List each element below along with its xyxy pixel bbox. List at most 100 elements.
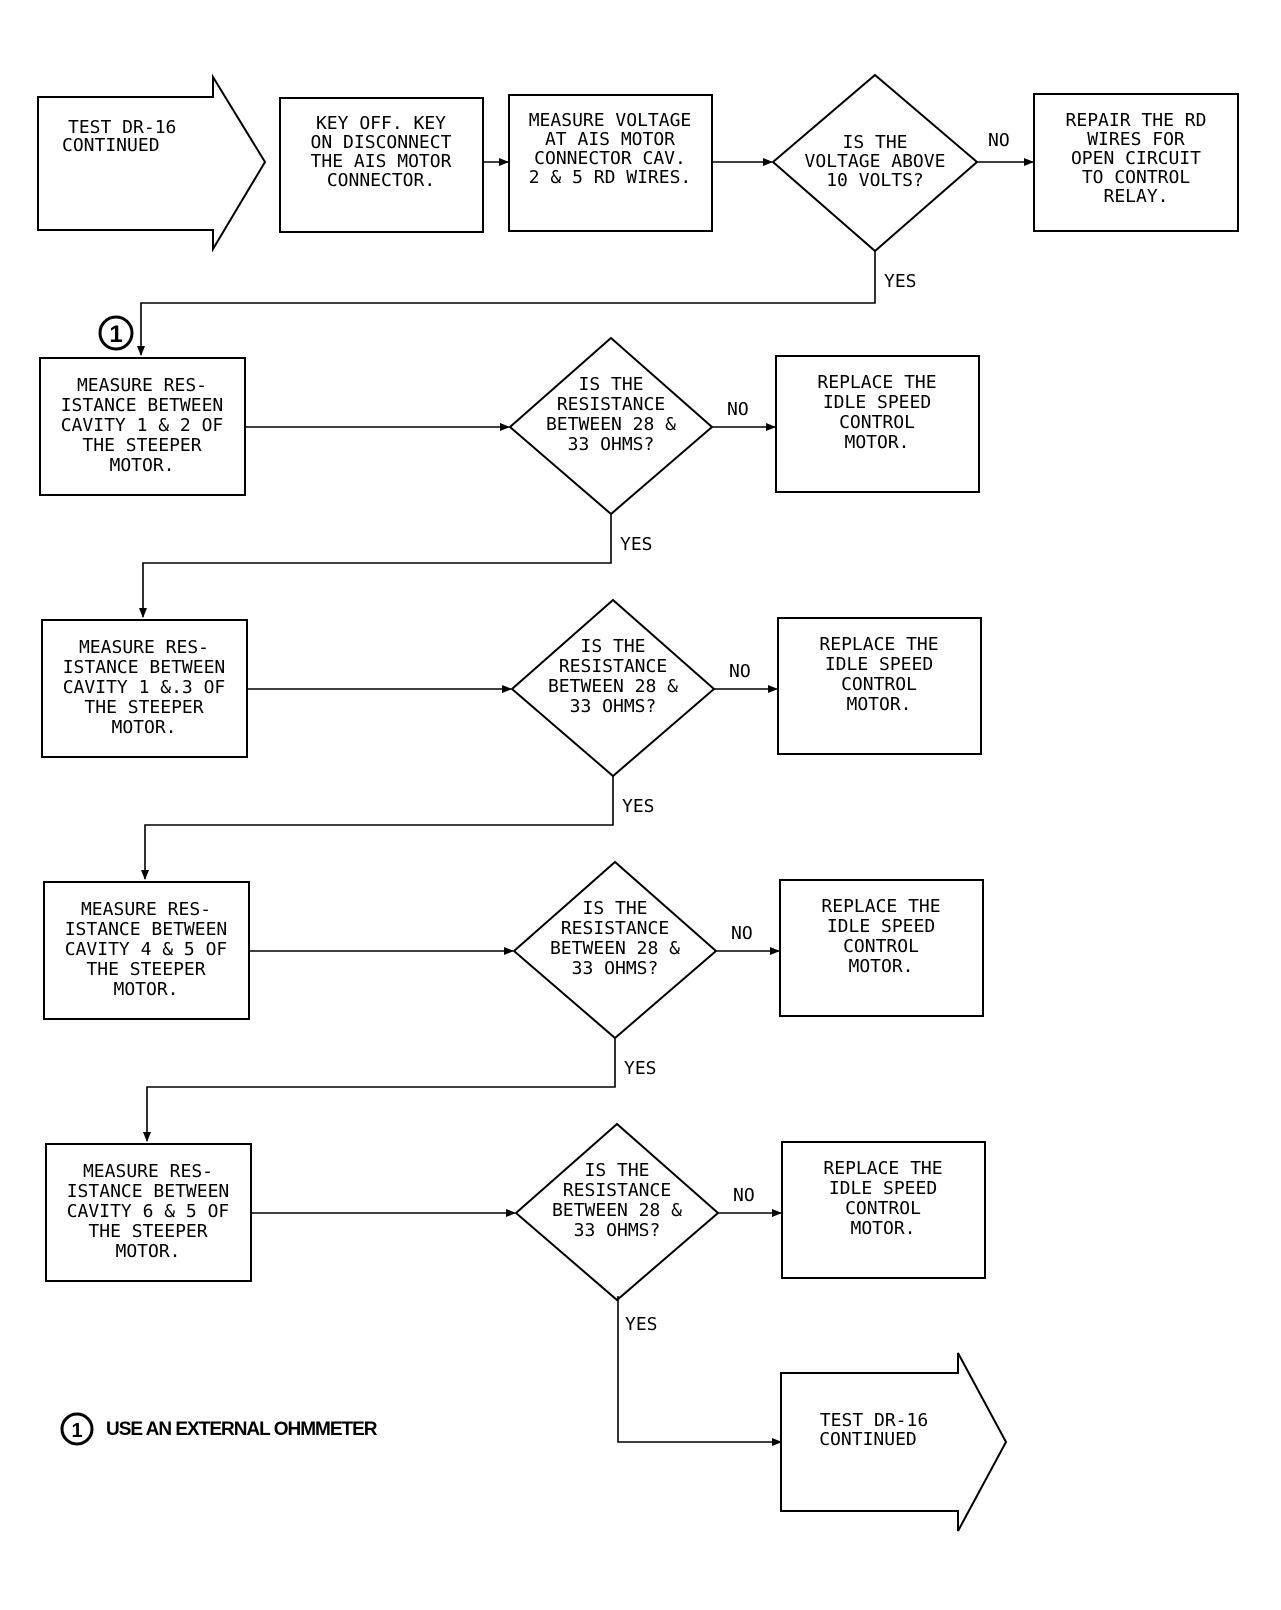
decision-text-3-2: RESISTANCE — [561, 918, 669, 939]
connector-yes-3 — [143, 1038, 616, 1142]
repair-text-line-3: OPEN CIRCUIT — [1071, 148, 1201, 169]
decision-text-4-2: RESISTANCE — [563, 1180, 671, 1201]
replace-box-3 — [779, 879, 984, 1017]
measure-text-2-3: CAVITY 1 &.3 OF — [63, 677, 226, 698]
start-label-line-1: TEST DR-16 — [68, 117, 176, 138]
end-label-line-1: TEST DR-16 — [820, 1410, 928, 1431]
decision-text-2-2: RESISTANCE — [559, 656, 667, 677]
replace-text-1-2: IDLE SPEED — [823, 392, 931, 413]
connector-yes-1 — [139, 514, 612, 618]
step1-text-line-1: KEY OFF. KEY — [316, 113, 446, 134]
measure-text-4-2: ISTANCE BETWEEN — [67, 1181, 230, 1202]
measure-box-1 — [39, 357, 246, 496]
end-label-line-2: CONTINUED — [819, 1429, 917, 1450]
decision-diamond-4 — [514, 1122, 720, 1302]
marker-number: 1 — [109, 321, 122, 348]
replace-text-1-3: CONTROL — [839, 412, 915, 433]
step2-text-line-3: CONNECTOR CAV. — [534, 148, 686, 169]
decision-voltage-line-2: VOLTAGE ABOVE — [805, 151, 946, 172]
end-arrow-shape — [780, 1352, 1008, 1532]
repair-text-line-1: REPAIR THE RD — [1066, 110, 1207, 131]
no-label-4: NO — [733, 1185, 755, 1206]
replace-text-2-3: CONTROL — [841, 674, 917, 695]
replace-box-4 — [781, 1141, 986, 1279]
repair-text-line-4: TO CONTROL — [1082, 167, 1191, 188]
replace-box-2 — [777, 617, 982, 755]
decision-text-2-1: IS THE — [580, 636, 645, 657]
step1-text-line-3: THE AIS MOTOR — [311, 151, 452, 172]
measure-text-1-2: ISTANCE BETWEEN — [61, 395, 224, 416]
measure-text-3-4: THE STEEPER — [86, 959, 205, 980]
decision-text-2-4: 33 OHMS? — [570, 696, 657, 717]
decision-text-3-3: BETWEEN 28 & — [550, 938, 680, 959]
step2-text-line-2: AT AIS MOTOR — [545, 129, 675, 150]
replace-text-4-3: CONTROL — [845, 1198, 921, 1219]
decision-text-1-3: BETWEEN 28 & — [546, 414, 676, 435]
replace-text-4-2: IDLE SPEED — [829, 1178, 937, 1199]
yes-label-3: YES — [624, 1058, 657, 1079]
no-label-3: NO — [731, 923, 753, 944]
measure-text-4-5: MOTOR. — [115, 1241, 180, 1262]
measure-text-4-1: MEASURE RES- — [83, 1161, 213, 1182]
replace-box-1 — [775, 355, 980, 493]
measure-text-2-2: ISTANCE BETWEEN — [63, 657, 226, 678]
measure-text-4-4: THE STEEPER — [88, 1221, 207, 1242]
step2-text-line-4: 2 & 5 RD WIRES. — [529, 167, 692, 188]
decision-text-1-2: RESISTANCE — [557, 394, 665, 415]
connector-decision-yes — [137, 251, 876, 356]
measure-text-2-4: THE STEEPER — [84, 697, 203, 718]
replace-text-3-3: CONTROL — [843, 936, 919, 957]
step1-box — [279, 97, 484, 233]
measure-text-3-1: MEASURE RES- — [81, 899, 211, 920]
start-arrow-shape — [37, 73, 267, 253]
decision-text-1-1: IS THE — [578, 374, 643, 395]
decision-text-3-4: 33 OHMS? — [572, 958, 659, 979]
measure-text-1-5: MOTOR. — [109, 455, 174, 476]
replace-text-2-1: REPLACE THE — [819, 634, 938, 655]
replace-text-1-4: MOTOR. — [844, 432, 909, 453]
repair-text-line-5: RELAY. — [1103, 186, 1168, 207]
repair-box — [1033, 93, 1239, 232]
decision-text-1-4: 33 OHMS? — [568, 434, 655, 455]
decision-text-2-3: BETWEEN 28 & — [548, 676, 678, 697]
decision-voltage-line-3: 10 VOLTS? — [826, 170, 924, 191]
replace-text-4-1: REPLACE THE — [823, 1158, 942, 1179]
step1-text-line-4: CONNECTOR. — [327, 170, 435, 191]
decision-text-3-1: IS THE — [582, 898, 647, 919]
step2-text-line-1: MEASURE VOLTAGE — [529, 110, 692, 131]
measure-text-3-2: ISTANCE BETWEEN — [65, 919, 228, 940]
note-marker-number: 1 — [71, 1420, 82, 1442]
replace-text-4-4: MOTOR. — [850, 1218, 915, 1239]
replace-text-2-4: MOTOR. — [846, 694, 911, 715]
measure-text-2-5: MOTOR. — [111, 717, 176, 738]
decision-text-4-1: IS THE — [584, 1160, 649, 1181]
step1-text-line-2: ON DISCONNECT — [311, 132, 452, 153]
marker-circle — [98, 315, 134, 351]
replace-text-3-4: MOTOR. — [848, 956, 913, 977]
replace-text-3-2: IDLE SPEED — [827, 916, 935, 937]
measure-text-1-3: CAVITY 1 & 2 OF — [61, 415, 224, 436]
replace-text-1-1: REPLACE THE — [817, 372, 936, 393]
no-label-1: NO — [727, 399, 749, 420]
decision-text-4-4: 33 OHMS? — [574, 1220, 661, 1241]
no-label-top: NO — [988, 130, 1010, 151]
yes-label-2: YES — [622, 796, 655, 817]
measure-text-1-1: MEASURE RES- — [77, 375, 207, 396]
yes-label-top: YES — [884, 271, 917, 292]
measure-box-3 — [43, 881, 250, 1020]
measure-text-3-3: CAVITY 4 & 5 OF — [65, 939, 228, 960]
measure-text-1-4: THE STEEPER — [82, 435, 201, 456]
step2-box — [508, 94, 713, 232]
connector-yes-2 — [141, 776, 614, 880]
footnote-text: USE AN EXTERNAL OHMMETER — [106, 1419, 378, 1440]
no-label-2: NO — [729, 661, 751, 682]
yes-label-final: YES — [625, 1314, 658, 1335]
decision-voltage-line-1: IS THE — [842, 132, 907, 153]
replace-text-3-1: REPLACE THE — [821, 896, 940, 917]
start-label-line-2: CONTINUED — [62, 135, 160, 156]
note-marker-circle — [60, 1412, 94, 1446]
decision-text-4-3: BETWEEN 28 & — [552, 1200, 682, 1221]
measure-text-2-1: MEASURE RES- — [79, 637, 209, 658]
measure-text-3-5: MOTOR. — [113, 979, 178, 1000]
